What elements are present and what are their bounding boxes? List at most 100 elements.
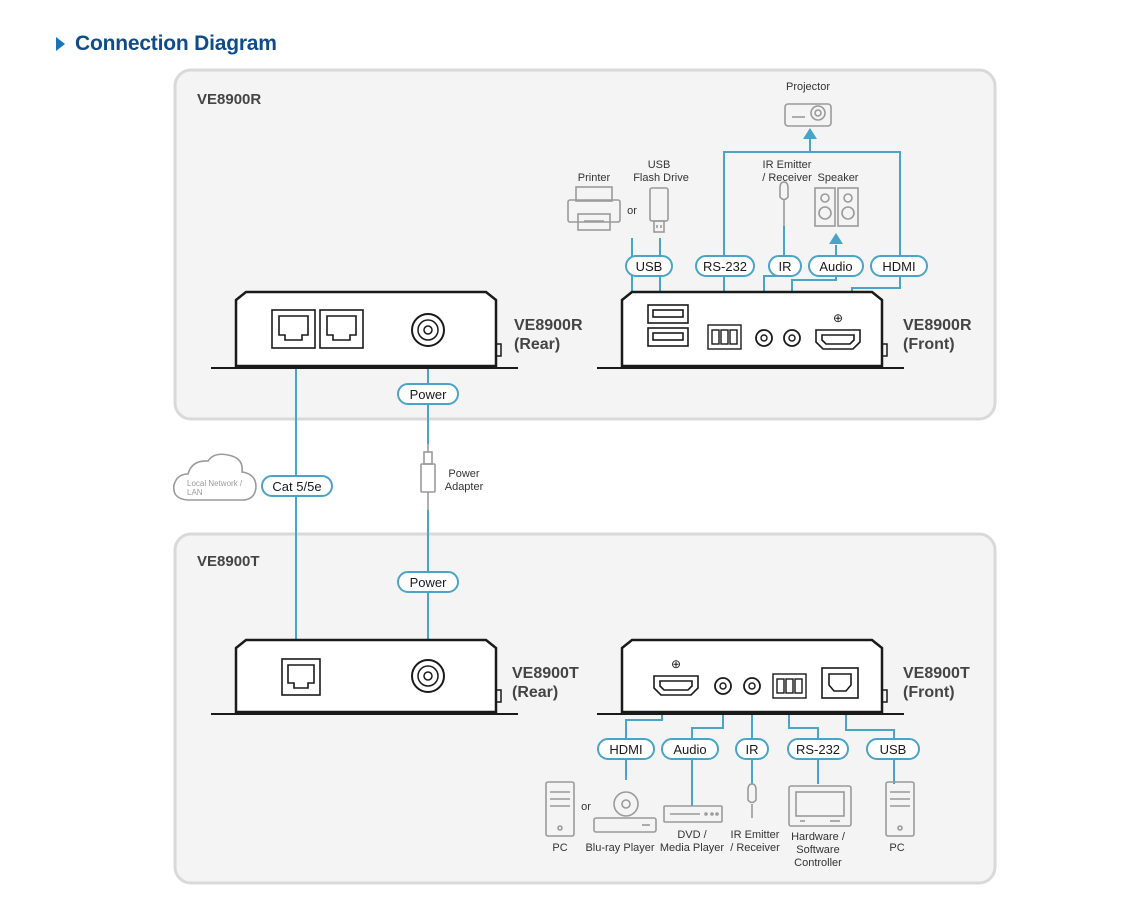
pill-r-rs232: RS-232 [695,255,755,277]
rj45-port-icon [271,309,316,349]
ir-emitter-bottom-label-2: / Receiver [730,842,780,854]
page-title-text: Connection Diagram [75,32,277,55]
pill-r-usb-label: USB [636,259,663,274]
pill-cat5: Cat 5/5e [261,475,333,497]
pill-r-hdmi: HDMI [870,255,928,277]
pill-power-bottom: Power [397,571,459,593]
projector-label: Projector [786,81,830,93]
pill-r-usb: USB [625,255,673,277]
speaker-icon [814,187,859,227]
pill-t-hdmi: HDMI [597,738,655,760]
lan-label-1: Local Network / [187,479,243,488]
power-adapter-icon [420,444,436,510]
pill-t-rs232-label: RS-232 [796,742,840,757]
rj45-port-icon [319,309,364,349]
pill-r-audio-label: Audio [819,259,852,274]
usb-b-port-icon [821,667,859,699]
cloud-icon [172,453,257,501]
pill-power-bottom-label: Power [410,575,448,590]
rs232-terminal-icon [772,673,807,699]
ve8900t-front-label-1: VE8900T [903,665,970,682]
projector-icon [784,103,832,127]
dvd-label-2: Media Player [660,842,725,854]
pill-t-usb: USB [866,738,920,760]
page-title: Connection Diagram [56,30,277,58]
usb-flash-label-1: USB [648,159,671,171]
pill-t-hdmi-label: HDMI [609,742,642,757]
ve8900t-rear-label-1: VE8900T [512,665,579,682]
ir-emitter-bottom-label-1: IR Emitter [731,829,780,841]
pill-r-rs232-label: RS-232 [703,259,747,274]
bluray-label: Blu-ray Player [585,842,654,854]
ir-jack-icon [743,677,761,695]
ve8900r-rear-device [211,290,518,369]
pill-r-ir: IR [768,255,802,277]
ir-emitter-top-label-2: / Receiver [762,172,812,184]
controller-monitor-icon [788,785,852,827]
transmitter-panel-name: VE8900T [197,553,260,570]
hdmi-port-icon [653,675,699,696]
pill-t-audio: Audio [661,738,719,760]
audio-jack-icon [714,677,732,695]
hdmi-port-icon [815,329,861,350]
or-top-label: or [627,205,637,217]
receiver-panel-name: VE8900R [197,91,261,108]
ve8900r-front-device: ⊕ [597,290,904,369]
pill-r-hdmi-label: HDMI [882,259,915,274]
ve8900t-rear-device [211,638,518,715]
controller-label-1: Hardware / [791,831,846,843]
ve8900r-front-label-2: (Front) [903,336,955,353]
audio-jack-icon [783,329,801,347]
pill-t-rs232: RS-232 [787,738,849,760]
power-jack-icon [411,659,445,693]
r-projector-loop-line [723,151,901,268]
pill-t-audio-label: Audio [673,742,706,757]
or-bottom-label: or [581,801,591,813]
pill-t-usb-label: USB [880,742,907,757]
ve8900r-rear-label-1: VE8900R [514,317,583,334]
usb-flash-label-2: Flash Drive [633,172,689,184]
pill-power-top-label: Power [410,387,448,402]
hdmi-logo-icon: ⊕ [833,311,843,325]
pill-power-top: Power [397,383,459,405]
dvd-player-icon [663,805,723,823]
pill-t-ir-label: IR [746,742,759,757]
pill-r-ir-label: IR [779,259,792,274]
pill-r-audio: Audio [808,255,864,277]
ir-jack-icon [755,329,773,347]
power-adapter-label-2: Adapter [445,481,484,493]
speaker-label: Speaker [818,172,859,184]
controller-label-3: Controller [794,857,842,869]
pc-right-label: PC [889,842,904,854]
ve8900t-rear-label-2: (Rear) [512,684,558,701]
title-arrow-icon [56,37,65,51]
ve8900t-front-label-2: (Front) [903,684,955,701]
printer-icon [567,186,621,231]
pc-tower-icon [885,781,915,837]
speaker-arrow-icon [829,233,843,244]
hdmi-logo-icon: ⊕ [671,657,681,671]
pc-tower-icon [545,781,575,837]
projector-arrow-icon [803,128,817,139]
controller-label-2: Software [796,844,839,856]
printer-label: Printer [578,172,611,184]
pill-t-ir: IR [735,738,769,760]
ir-emitter-icon [747,783,757,818]
ir-emitter-icon [779,181,789,226]
ve8900r-rear-label-2: (Rear) [514,336,560,353]
ve8900t-front-device: ⊕ [597,638,904,715]
power-jack-icon [411,313,445,347]
pill-cat5-label: Cat 5/5e [272,479,321,494]
usb-a-port-icon [647,304,689,347]
transmitter-panel [173,532,997,885]
pc-left-label: PC [552,842,567,854]
rj45-port-icon [281,658,321,696]
power-adapter-label-1: Power [448,468,480,480]
rs232-terminal-icon [707,324,742,350]
lan-label-2: LAN [187,488,203,497]
ve8900r-front-label-1: VE8900R [903,317,972,334]
usb-flash-drive-icon [649,187,669,233]
bluray-player-icon [593,791,657,833]
ir-emitter-top-label-1: IR Emitter [763,159,812,171]
